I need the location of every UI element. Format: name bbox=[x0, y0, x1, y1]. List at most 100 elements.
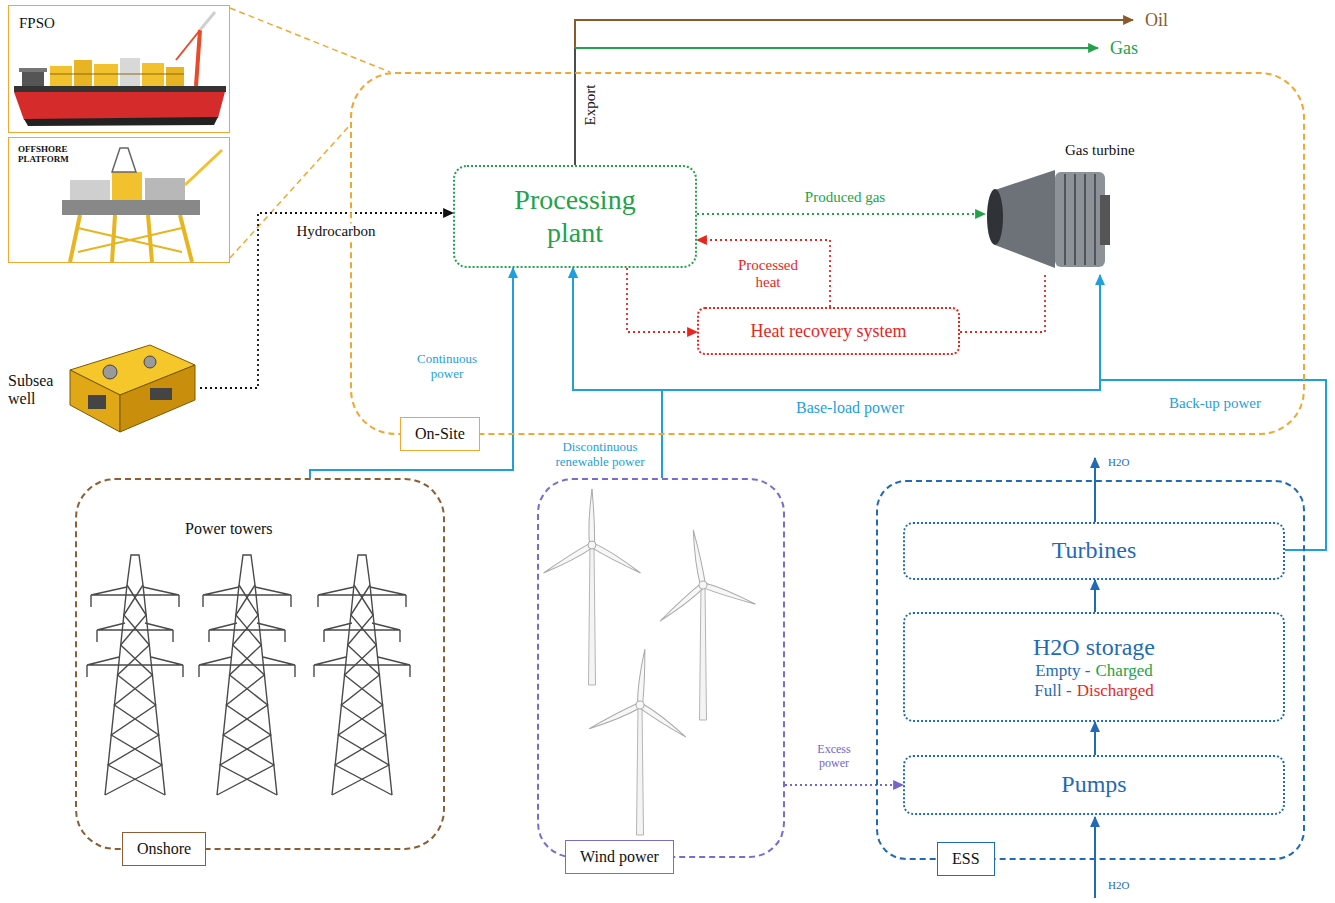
region-label: Wind power bbox=[565, 840, 674, 874]
export-arrows-part bbox=[574, 48, 576, 165]
text-line: Processing plant bbox=[490, 184, 660, 248]
pumps-box: Pumps bbox=[903, 755, 1285, 815]
platform-illustration-part bbox=[112, 148, 136, 172]
node-label: H2O storage bbox=[1033, 634, 1155, 662]
node-label: OFFSHORE PLATFORM bbox=[18, 144, 80, 165]
flow-connector bbox=[785, 784, 903, 786]
fpso-illustration-part bbox=[94, 64, 118, 86]
platform-illustration-part bbox=[62, 200, 200, 215]
connector-label: Hydrocarbon bbox=[294, 223, 377, 240]
wind-turbines-illustration-part bbox=[588, 645, 695, 835]
node-label: Charged bbox=[1096, 661, 1153, 681]
platform-illustration-part bbox=[148, 215, 152, 262]
node-label: Gas turbine bbox=[1065, 142, 1135, 159]
wind-turbines-illustration-part bbox=[637, 705, 644, 835]
node-label: Power towers bbox=[185, 520, 273, 538]
platform-illustration-part bbox=[70, 215, 80, 262]
fpso-illustration-part bbox=[200, 12, 215, 30]
gas-turbine-illustration-part bbox=[1055, 172, 1105, 267]
power-towers-illustration-part bbox=[314, 555, 410, 795]
connector-label: Back-up power bbox=[1167, 395, 1263, 412]
fpso-illustration bbox=[14, 12, 226, 126]
text-line: Empty - Charged bbox=[1035, 661, 1153, 681]
node-label: Subsea well bbox=[8, 372, 60, 409]
platform-illustration-part bbox=[78, 228, 182, 252]
fpso-illustration-part bbox=[120, 58, 140, 86]
platform-illustration-part bbox=[145, 178, 185, 200]
flow-connector bbox=[310, 268, 513, 478]
text-line: Heat recovery system bbox=[751, 321, 907, 342]
connector-label: Excess power bbox=[802, 743, 866, 771]
subsea-well-illustration-part bbox=[88, 395, 106, 409]
text-stack: Turbines bbox=[905, 524, 1283, 578]
node-label: Full - bbox=[1034, 681, 1071, 701]
flow-connector bbox=[627, 268, 697, 332]
platform-illustration-part bbox=[78, 228, 182, 252]
subsea-well-illustration-part bbox=[70, 370, 120, 432]
subsea-well-illustration-part bbox=[120, 365, 195, 432]
fpso-illustration-part bbox=[19, 68, 47, 72]
export-arrows-part bbox=[575, 20, 1133, 48]
wind-turbines-illustration-part bbox=[589, 545, 596, 685]
text-line: H2O storage bbox=[1033, 634, 1155, 662]
flow-connector bbox=[1094, 722, 1096, 755]
connector-label: Base-load power bbox=[794, 399, 906, 417]
region-label: ESS bbox=[937, 842, 995, 876]
text-line: Pumps bbox=[1061, 771, 1126, 799]
text-stack: Heat recovery system bbox=[699, 309, 958, 353]
wind-turbines-illustration-part bbox=[542, 489, 642, 685]
flow-connector bbox=[1100, 275, 1326, 550]
node-label: Discharged bbox=[1077, 681, 1154, 701]
fpso-illustration-part bbox=[196, 30, 200, 86]
flow-connector bbox=[573, 268, 1100, 390]
platform-illustration-part bbox=[180, 215, 192, 262]
subsea-well-unit: Subsea well bbox=[5, 340, 200, 435]
wind-region: Wind power bbox=[537, 478, 785, 858]
export-arrows bbox=[575, 20, 1133, 165]
power-towers-illustration bbox=[87, 555, 410, 795]
water-storage-box: H2O storageEmpty - ChargedFull - Discharge… bbox=[903, 612, 1285, 722]
wind-turbines-illustration bbox=[542, 489, 757, 835]
platform-illustration-part bbox=[185, 150, 222, 185]
platform-illustration bbox=[62, 148, 222, 262]
flow-label: H2O bbox=[1108, 879, 1129, 892]
storage-system-region: ESSTurbinesH2O storageEmpty -ChargedFull… bbox=[876, 480, 1305, 860]
node-label: Empty - bbox=[1035, 661, 1090, 681]
power-towers-illustration-part bbox=[87, 555, 183, 795]
text-stack: H2O storageEmpty - ChargedFull - Discharge… bbox=[905, 614, 1283, 720]
wind-turbines-illustration-part bbox=[542, 489, 642, 576]
fpso-illustration-part bbox=[50, 74, 184, 75]
connector-label: Continuous power bbox=[405, 352, 489, 382]
gas-turbine-illustration-part bbox=[1094, 174, 1096, 265]
platform-illustration-part bbox=[112, 215, 115, 262]
gas-turbine-illustration-part bbox=[1084, 174, 1086, 265]
node-label: Turbines bbox=[1052, 537, 1136, 565]
fpso-illustration-part bbox=[176, 30, 200, 60]
platform-illustration-part bbox=[70, 180, 110, 200]
wind-turbines-illustration-part bbox=[644, 521, 757, 624]
gas-turbine-illustration-part bbox=[987, 189, 1003, 245]
fpso-illustration-part bbox=[14, 88, 226, 120]
fpso-illustration-part bbox=[14, 86, 226, 92]
turbines-box: Turbines bbox=[903, 522, 1285, 580]
fpso-illustration-part bbox=[22, 72, 44, 86]
fpso-illustration-part bbox=[24, 117, 218, 126]
onshore-region: Power towersOnshore bbox=[75, 478, 445, 850]
heat-recovery-box: Heat recovery system bbox=[697, 307, 960, 355]
text-stack: Processing plant bbox=[455, 167, 695, 266]
node-label: Pumps bbox=[1061, 771, 1126, 799]
fpso-illustration-part bbox=[74, 60, 92, 86]
flow-label: Export bbox=[582, 85, 599, 126]
flow-connector bbox=[697, 213, 985, 215]
product-label: Gas bbox=[1110, 38, 1138, 59]
platform-illustration-part bbox=[70, 215, 192, 262]
fpso-image-box: FPSO bbox=[8, 5, 230, 133]
region-label: Onshore bbox=[122, 832, 206, 866]
fpso-illustration-part bbox=[166, 67, 184, 86]
connector-label: Processed heat bbox=[726, 257, 810, 292]
gas-turbine-illustration bbox=[987, 170, 1110, 268]
power-towers-illustration-part bbox=[199, 555, 295, 795]
subsea-well-illustration-part bbox=[144, 356, 156, 368]
node-label: FPSO bbox=[19, 15, 55, 32]
